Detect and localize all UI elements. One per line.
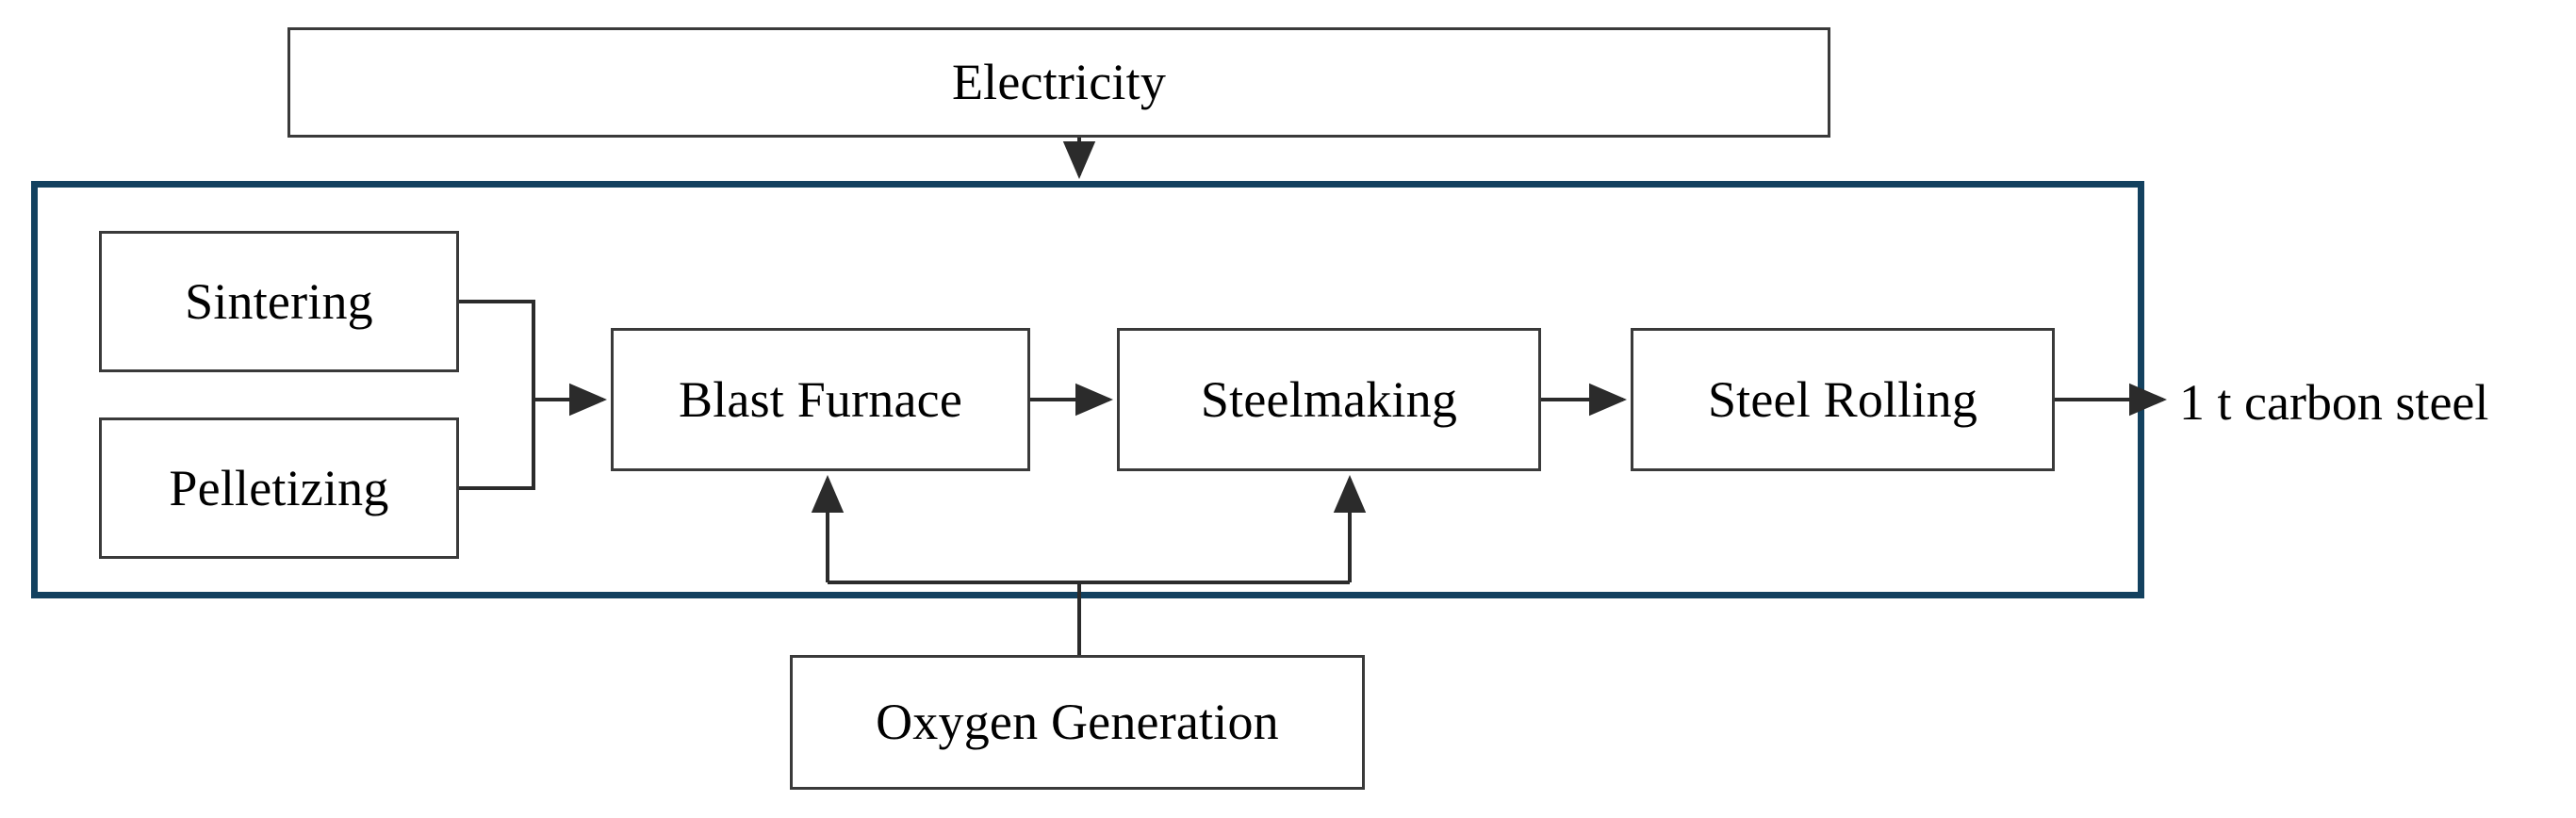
node-steel-rolling-label: Steel Rolling — [1707, 370, 1978, 428]
node-steelmaking[interactable]: Steelmaking — [1117, 328, 1541, 471]
node-oxygen-generation[interactable]: Oxygen Generation — [790, 655, 1365, 790]
node-sintering[interactable]: Sintering — [99, 231, 459, 372]
node-steel-rolling[interactable]: Steel Rolling — [1631, 328, 2055, 471]
node-oxygen-generation-label: Oxygen Generation — [876, 694, 1279, 751]
node-pelletizing-label: Pelletizing — [169, 459, 389, 516]
node-pelletizing[interactable]: Pelletizing — [99, 417, 459, 559]
node-blast-furnace-label: Blast Furnace — [678, 370, 963, 428]
node-electricity-label: Electricity — [951, 54, 1167, 111]
output-product-label: 1 t carbon steel — [2179, 374, 2489, 431]
node-sintering-label: Sintering — [185, 272, 373, 330]
node-steelmaking-label: Steelmaking — [1200, 370, 1458, 428]
node-electricity[interactable]: Electricity — [287, 27, 1830, 138]
node-blast-furnace[interactable]: Blast Furnace — [611, 328, 1030, 471]
